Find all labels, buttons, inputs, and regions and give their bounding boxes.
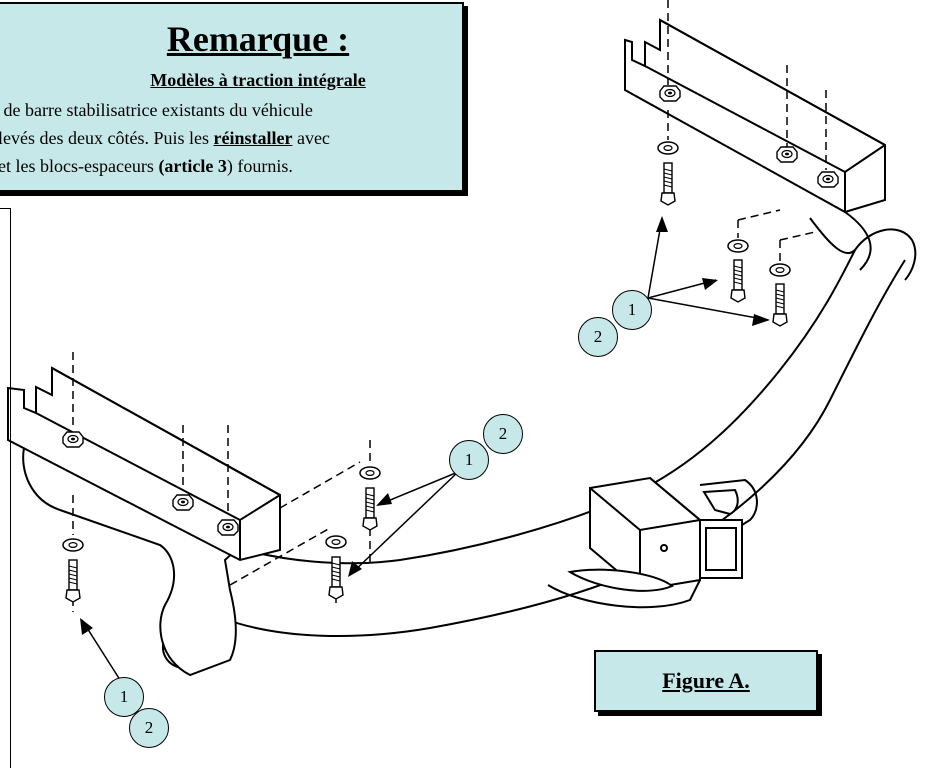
- left-mount-bracket: [7, 366, 281, 677]
- remark-line-1: s de barre stabilisatrice existants du v…: [0, 100, 313, 120]
- remark-line-3: et les blocs-espaceurs (article 3) fourn…: [0, 156, 293, 176]
- remark-box: Remarque : Modèles à traction intégrale …: [0, 2, 464, 192]
- callout-top-right-2: 2: [578, 317, 618, 357]
- alignment-lines-right: [667, 0, 827, 262]
- receiver-box: [547, 476, 758, 609]
- callout-middle-1: 1: [449, 440, 489, 480]
- callout-middle-2: 2: [483, 414, 523, 454]
- callout-bottom-left-2: 2: [129, 708, 169, 748]
- callout-top-right-1: 1: [612, 290, 652, 330]
- arrowheads: [80, 216, 770, 635]
- figure-label-box: Figure A.: [594, 650, 818, 712]
- remark-title: Remarque :: [166, 19, 350, 59]
- left-frame-edge: [0, 208, 11, 768]
- remark-subtitle: Modèles à traction intégrale: [150, 70, 366, 90]
- alignment-lines-left: [72, 352, 371, 612]
- remark-line-2: levés des deux côtés. Puis les réinstall…: [0, 128, 330, 148]
- hitch-cross-tube: [221, 228, 917, 637]
- figure-label: Figure A.: [662, 668, 750, 693]
- right-mount-bracket: [624, 18, 886, 271]
